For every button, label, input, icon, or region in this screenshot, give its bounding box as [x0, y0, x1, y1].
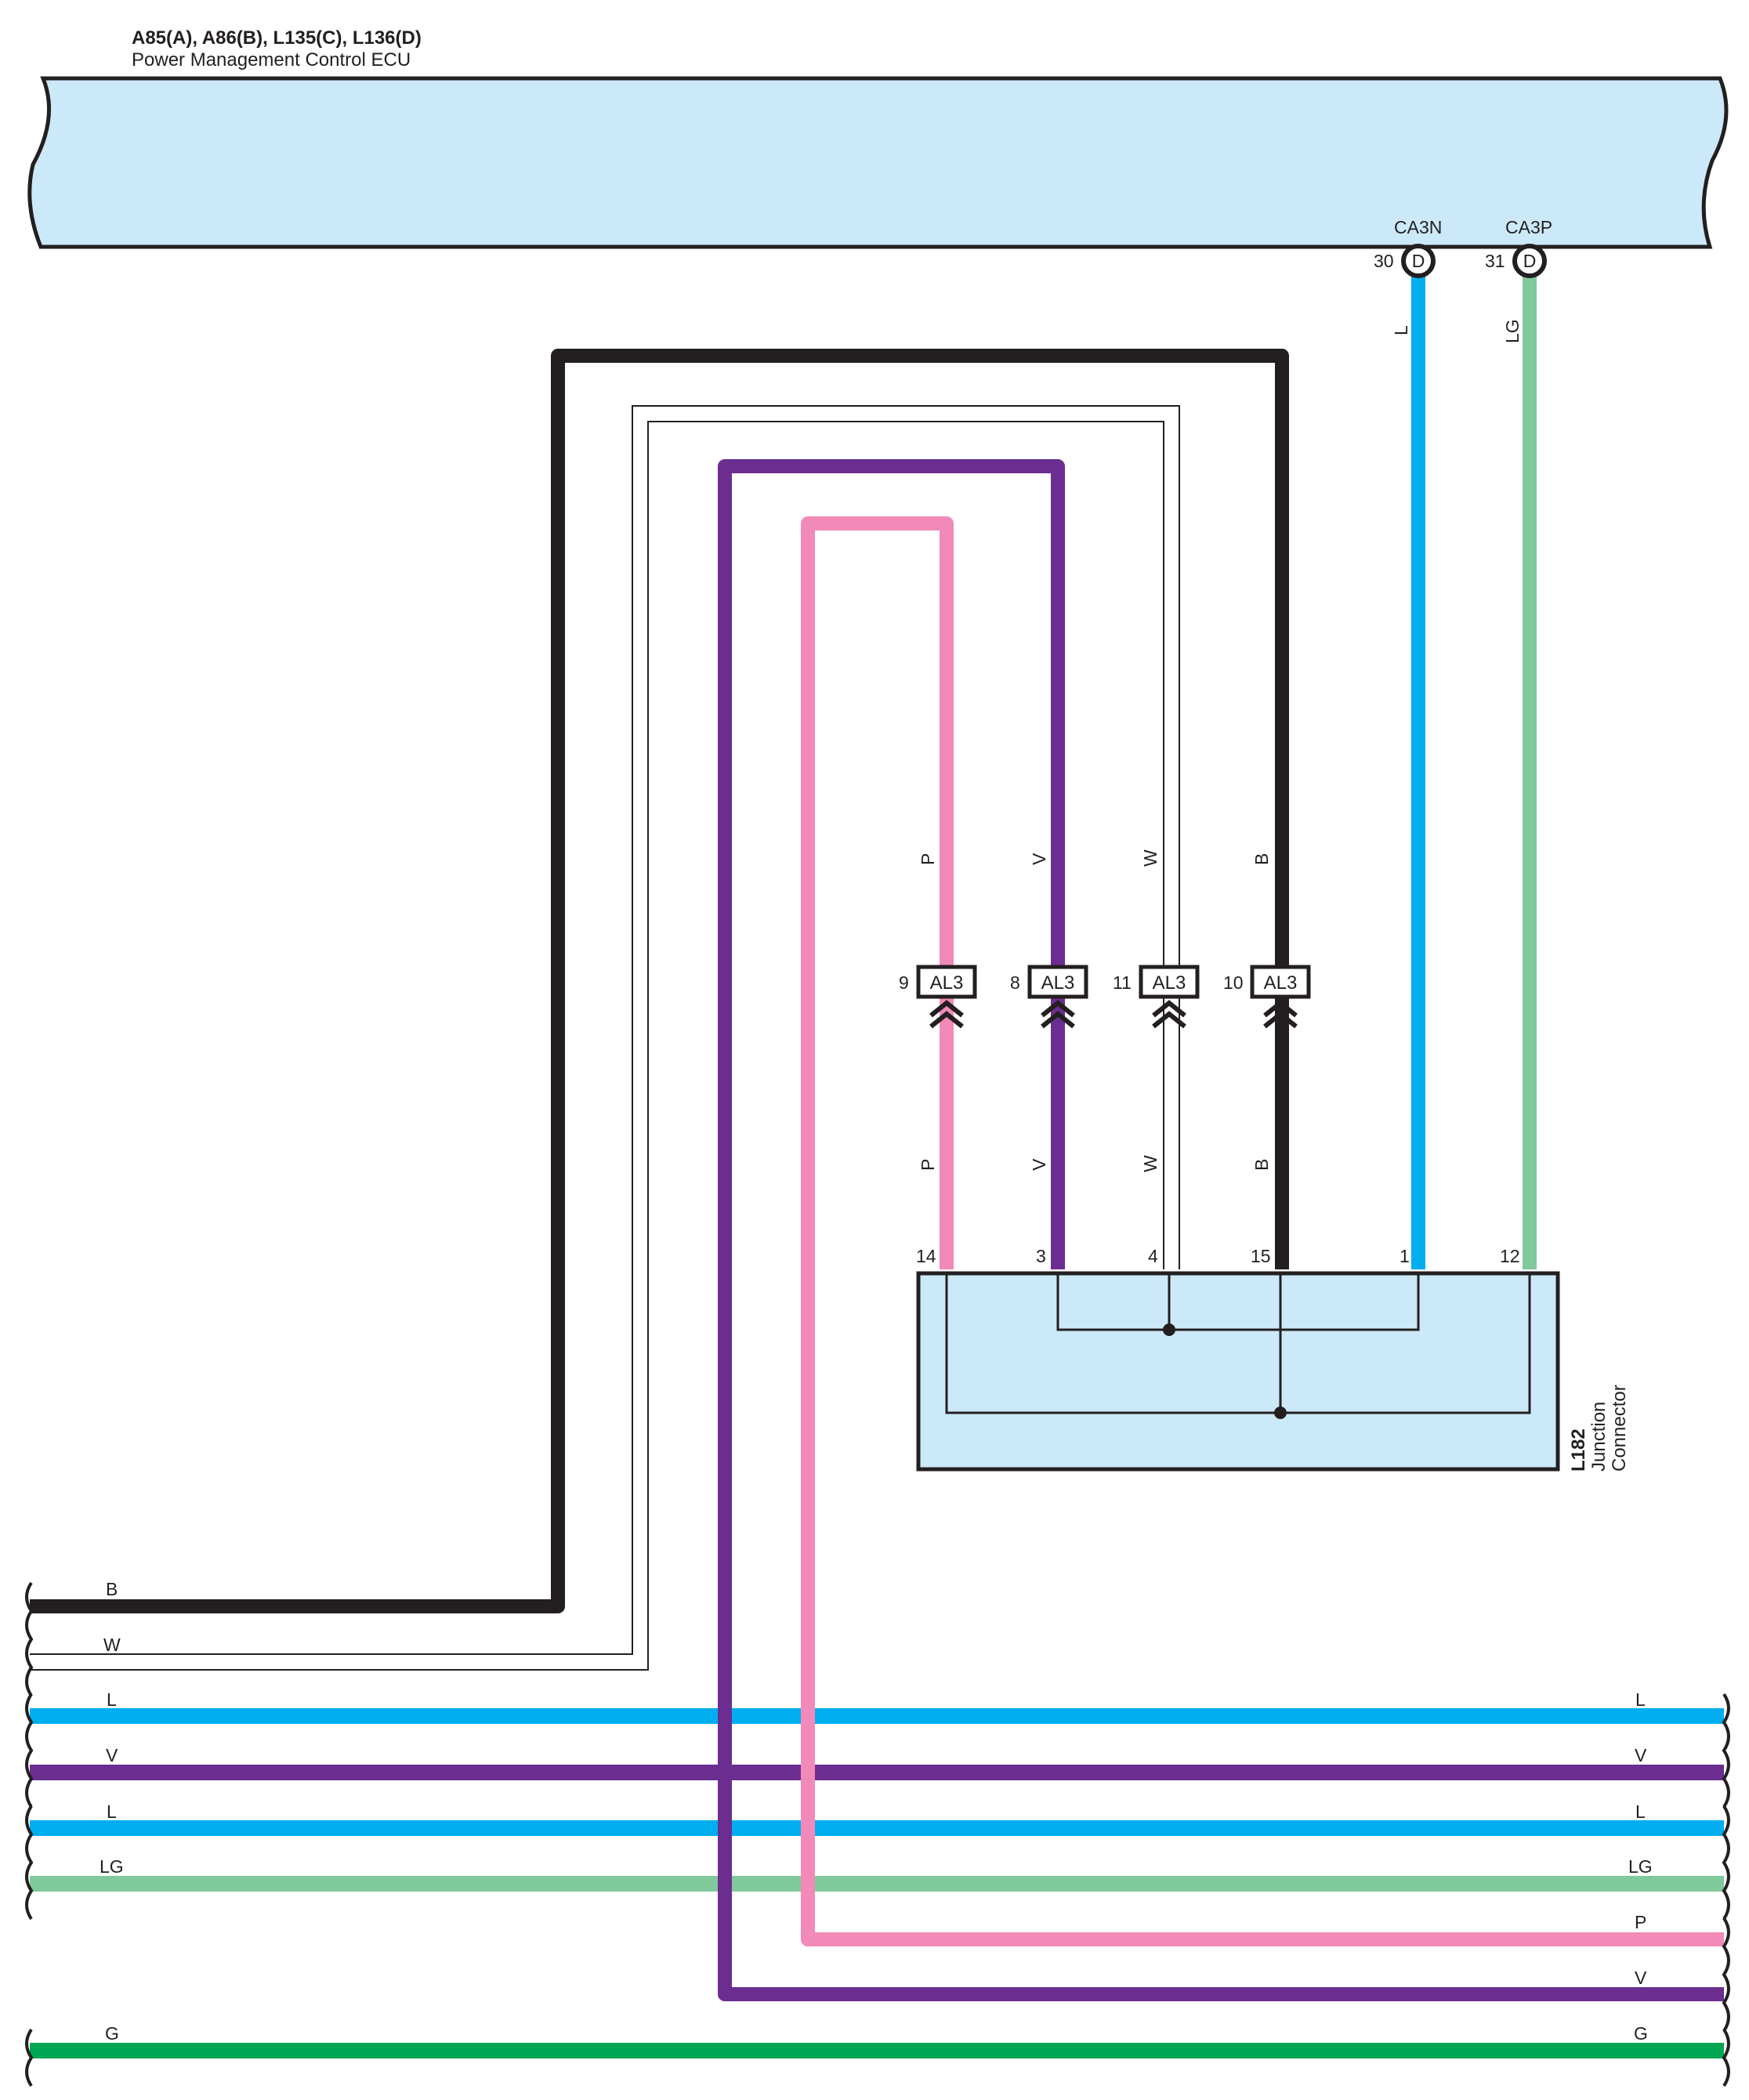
wire-label-w-lower: W [1140, 1155, 1161, 1172]
terminal-d-30: D [1401, 244, 1436, 278]
bus-right-label-l1: L [1635, 1689, 1646, 1710]
bus-right-label-g: G [1634, 2023, 1648, 2044]
bus-left-label-b: B [106, 1579, 118, 1599]
bus-right-label-v2: V [1635, 1968, 1647, 1988]
junction-label-line2: Connector [1609, 1385, 1630, 1472]
svg-text:AL3: AL3 [1264, 972, 1298, 994]
terminal-ca3n-label: CA3N [1394, 217, 1442, 237]
wire-label-v-lower: V [1029, 1158, 1049, 1171]
terminal-ca3p-label: CA3P [1505, 217, 1552, 237]
svg-text:D: D [1412, 251, 1425, 271]
svg-text:D: D [1523, 251, 1537, 271]
svg-text:AL3: AL3 [1153, 972, 1186, 994]
wire-label-v-upper: V [1029, 853, 1049, 865]
ecu-body [27, 76, 1729, 249]
wire-w [30, 405, 1180, 1671]
wire-w-core [30, 407, 1179, 1669]
junction-pin-15: 15 [1251, 1246, 1271, 1266]
bus-left-label-w: W [103, 1635, 121, 1655]
bus-wires [30, 1708, 1724, 2058]
bus-left-label-v: V [106, 1745, 118, 1765]
inline-connector-al3-11: AL3 11 [1113, 965, 1200, 1029]
junction-id: L182 [1568, 1428, 1589, 1472]
bus-left-label-l2: L [107, 1801, 117, 1822]
bus-left-label-l1: L [107, 1689, 117, 1710]
wire-v [718, 459, 1724, 2001]
ecu-title-codes: A85(A), A86(B), L135(C), L136(D) [132, 27, 422, 49]
wire-label-l-ecu: L [1391, 325, 1411, 335]
svg-text:9: 9 [899, 972, 909, 993]
junction-pin-4: 4 [1148, 1246, 1158, 1266]
wire-label-w-upper: W [1140, 849, 1161, 867]
right-break-marks [1722, 1693, 1730, 2087]
bus-right-label-p: P [1635, 1912, 1646, 1932]
svg-text:11: 11 [1113, 972, 1132, 993]
bus-right-label-l2: L [1635, 1801, 1646, 1822]
junction-pin-12: 12 [1500, 1246, 1520, 1266]
svg-text:8: 8 [1010, 972, 1020, 993]
junction-connector-l182 [916, 1271, 1560, 1472]
wire-label-p-upper: P [918, 853, 938, 865]
inline-connector-al3-10: AL3 10 [1223, 965, 1311, 1029]
left-break-marks [25, 1581, 34, 2087]
bus-left-label-lg: LG [100, 1856, 124, 1877]
ecu-title-name: Power Management Control ECU [132, 49, 411, 71]
wire-label-lg-ecu: LG [1502, 319, 1523, 343]
junction-pin-3: 3 [1036, 1246, 1046, 1266]
terminal-d-31: D [1512, 244, 1547, 278]
bus-left-label-g: G [105, 2023, 119, 2044]
junction-label-line1: Junction [1588, 1402, 1610, 1472]
terminal-31-pin: 31 [1485, 251, 1505, 271]
inline-connector-al3-8: AL3 8 [1010, 965, 1088, 1029]
wire-label-b-upper: B [1251, 853, 1272, 865]
wire-label-p-lower: P [918, 1159, 938, 1171]
svg-text:10: 10 [1223, 972, 1244, 993]
junction-pin-1: 1 [1400, 1246, 1410, 1266]
svg-text:AL3: AL3 [1041, 972, 1075, 994]
bus-right-label-lg: LG [1628, 1856, 1653, 1877]
terminal-30-pin: 30 [1374, 251, 1394, 271]
bus-right-label-v1: V [1635, 1745, 1647, 1765]
svg-text:AL3: AL3 [930, 972, 964, 994]
inline-connector-al3-9: AL3 9 [899, 965, 977, 1029]
wire-b [30, 349, 1289, 1613]
junction-pin-14: 14 [916, 1246, 936, 1266]
wire-p [801, 516, 1724, 1946]
wire-label-b-lower: B [1251, 1159, 1272, 1171]
